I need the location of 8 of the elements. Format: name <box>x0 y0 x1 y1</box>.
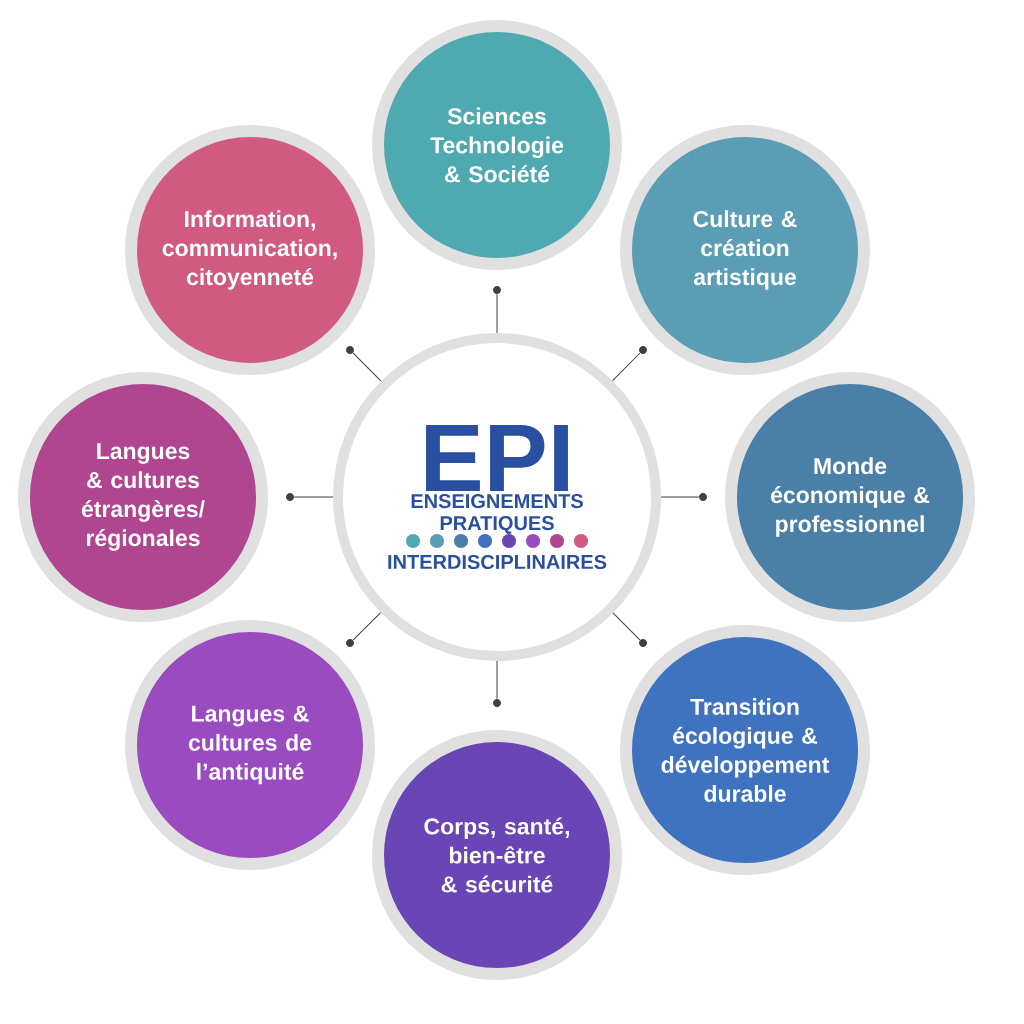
connector <box>660 496 700 498</box>
connector <box>612 352 641 382</box>
connector <box>293 496 334 498</box>
connector <box>352 352 382 382</box>
connector <box>496 293 498 334</box>
connector <box>352 612 382 641</box>
connector <box>496 660 498 700</box>
connector <box>612 612 641 641</box>
